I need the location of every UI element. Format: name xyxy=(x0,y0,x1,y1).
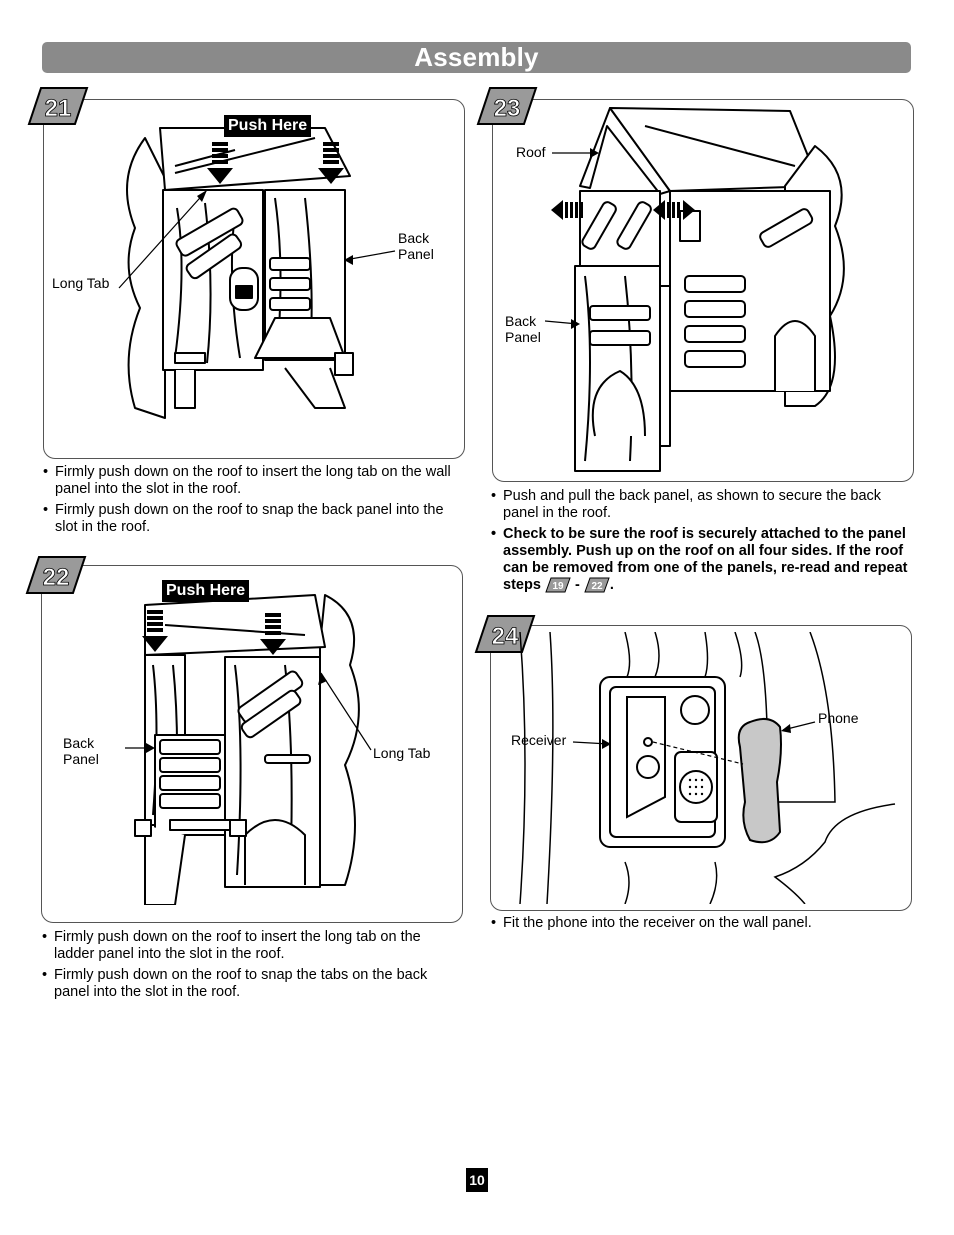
step-23-bold-note: Check to be sure the roof is securely at… xyxy=(491,526,911,594)
step-22-push-here: Push Here xyxy=(162,580,250,602)
section-header-bar: Assembly xyxy=(42,42,911,73)
phone-handset xyxy=(737,717,782,844)
step-21-bullet: Firmly push down on the roof to insert t… xyxy=(43,464,463,498)
step-21-illustration xyxy=(118,127,396,419)
push-arrows xyxy=(142,610,286,655)
step-23-number: 23 xyxy=(494,95,521,122)
step-21-push-here: Push Here xyxy=(224,115,312,137)
push-arrows xyxy=(207,142,344,184)
step-22-ref-icon: 22 xyxy=(584,577,610,593)
step-22-label-back-panel: Back Panel xyxy=(63,735,99,767)
step-22-bullet: Firmly push down on the roof to insert t… xyxy=(42,929,464,963)
step-23-instructions: Push and pull the back panel, as shown t… xyxy=(491,488,911,598)
step-24-number: 24 xyxy=(492,623,519,650)
page-title: Assembly xyxy=(414,42,539,72)
step-22-instructions: Firmly push down on the roof to insert t… xyxy=(42,929,464,1005)
step-23-illustration xyxy=(545,107,845,472)
step-23-bullet: Push and pull the back panel, as shown t… xyxy=(491,488,911,522)
step-22-badge: 22 xyxy=(25,556,87,594)
step-22-label-long-tab: Long Tab xyxy=(373,745,431,761)
step-22-illustration xyxy=(125,594,372,905)
step-23-label-back-panel: Back Panel xyxy=(505,313,541,345)
step-24-bullet: Fit the phone into the receiver on the w… xyxy=(491,915,911,932)
step-23-label-roof: Roof xyxy=(516,144,546,160)
step-24-label-receiver: Receiver xyxy=(511,732,567,748)
step-21-badge: 21 xyxy=(27,87,89,125)
step-21-bullet: Firmly push down on the roof to snap the… xyxy=(43,502,463,536)
step-22-bullet: Firmly push down on the roof to snap the… xyxy=(42,967,464,1001)
svg-text:19: 19 xyxy=(552,581,564,592)
step-19-ref-icon: 19 xyxy=(545,577,571,593)
step-23-badge: 23 xyxy=(476,87,538,125)
step-24-label-phone: Phone xyxy=(818,710,859,726)
step-21-label-long-tab: Long Tab xyxy=(52,275,110,291)
push-pull-arrows xyxy=(551,200,695,220)
step-21-label-back-panel: Back Panel xyxy=(398,230,434,262)
step-21-instructions: Firmly push down on the roof to insert t… xyxy=(43,464,463,540)
page-number: 10 xyxy=(466,1168,488,1192)
step-21-number: 21 xyxy=(45,95,72,122)
step-24-illustration xyxy=(519,632,896,904)
svg-text:22: 22 xyxy=(591,581,603,592)
step-22-number: 22 xyxy=(43,564,70,591)
step-24-instructions: Fit the phone into the receiver on the w… xyxy=(491,915,911,936)
